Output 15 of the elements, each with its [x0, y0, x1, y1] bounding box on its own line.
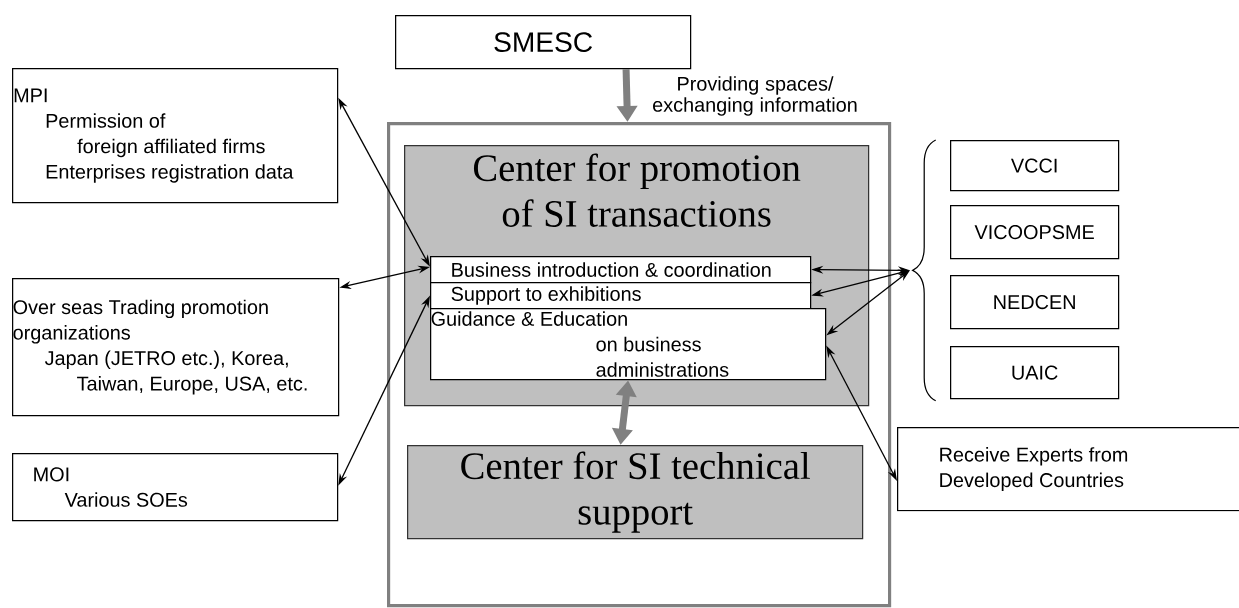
- organization-box: Receive Experts from Developed Countries: [897, 427, 1239, 512]
- organization-box: MPI Permission of foreign affiliated firms Enterprises registration data: [12, 68, 339, 204]
- outer-frame: [387, 122, 892, 608]
- organization-box: SMESC: [395, 15, 692, 70]
- center-box: Center for SI technical support: [407, 445, 864, 540]
- organization-box: NEDCEN: [950, 275, 1120, 330]
- organization-box: VICOOPSME: [950, 205, 1120, 260]
- service-row: Business introduction & coordination: [430, 256, 812, 284]
- curly-brace: [912, 139, 937, 402]
- service-row: Support to exhibitions: [430, 282, 812, 310]
- organization-box: MOI Various SOEs: [12, 453, 339, 522]
- organization-box: Over seas Trading promotion organizations Japan (JETRO etc.), Korea, Taiwan, Europe, USA, etc.: [12, 278, 340, 417]
- organization-box: VCCI: [950, 140, 1120, 192]
- edge-label: Providing spaces/ exchanging information: [645, 74, 865, 118]
- organization-box: UAIC: [950, 346, 1120, 400]
